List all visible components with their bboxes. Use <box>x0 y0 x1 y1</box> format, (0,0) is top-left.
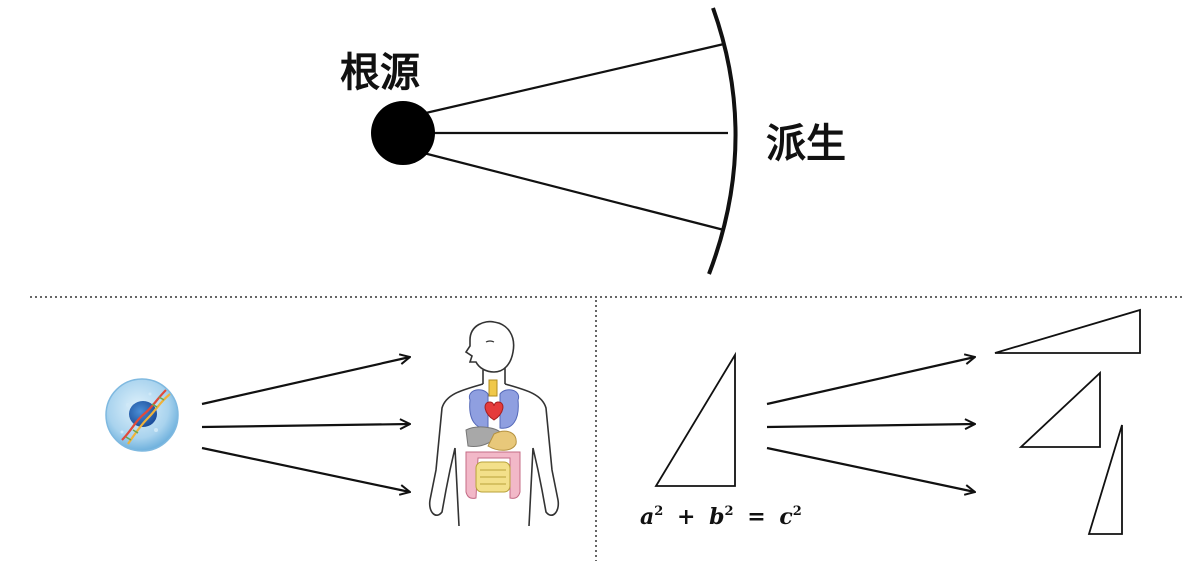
formula-c: c <box>779 504 793 530</box>
right-triangle-original <box>654 351 736 487</box>
fan-line-lower <box>403 146 725 232</box>
arrow-triangle-middle <box>766 424 975 427</box>
arrow-triangle-upper <box>766 357 975 406</box>
right-triangle-wide <box>994 308 1141 354</box>
formula-b-exponent: 2 <box>724 504 734 519</box>
derived-label: 派生 <box>766 121 846 167</box>
formula-c-exponent: 2 <box>792 504 802 519</box>
arrow-triangle-lower <box>766 446 975 492</box>
cell-to-body-panel <box>105 320 560 527</box>
formula-a-exponent: 2 <box>654 504 664 519</box>
derived-arc <box>707 7 738 275</box>
human-body-organs-icon <box>428 320 560 527</box>
origin-derivation-diagram <box>371 7 738 275</box>
right-triangle-tall <box>1087 424 1123 535</box>
fan-line-upper <box>403 42 725 120</box>
triangle-to-triangles-panel <box>654 308 1141 535</box>
formula-a: a <box>640 504 655 530</box>
origin-dot <box>371 101 435 165</box>
pythagorean-formula: a2 + b2 = c2 <box>640 505 802 528</box>
formula-plus: + <box>676 504 696 530</box>
formula-b: b <box>709 504 725 530</box>
origin-label: 根源 <box>340 50 420 96</box>
arrow-cell-middle <box>201 424 410 427</box>
arrow-cell-lower <box>201 446 410 492</box>
formula-equals: = <box>747 504 766 530</box>
right-triangle-medium <box>1018 370 1101 448</box>
arrow-cell-upper <box>201 357 410 406</box>
stem-cell-icon <box>105 378 179 452</box>
